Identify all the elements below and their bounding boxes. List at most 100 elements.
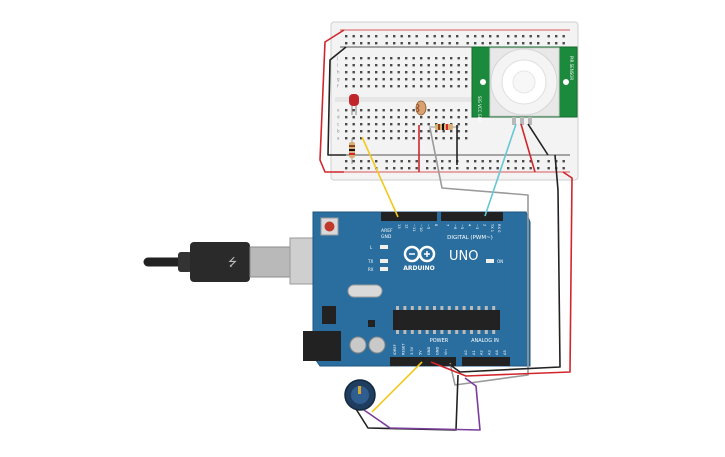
- terminal-hole: [360, 109, 363, 112]
- terminal-hole: [457, 64, 460, 67]
- wire-pir-vcc[interactable]: [520, 123, 536, 173]
- chip-pin: [433, 306, 436, 310]
- pir-sensor[interactable]: PIR SENSOR SIG VCC GND: [471, 46, 578, 125]
- rail-hole: [529, 35, 532, 38]
- pir-pin-vcc[interactable]: [520, 117, 524, 125]
- terminal-hole: [375, 64, 378, 67]
- wire-rail-red-loop[interactable]: [319, 29, 345, 173]
- terminal-hole: [427, 85, 430, 88]
- rail-hole: [415, 160, 418, 163]
- rail-hole: [448, 167, 451, 170]
- power-pin-label: 3.3V: [410, 346, 414, 355]
- resistor-vertical[interactable]: [349, 138, 355, 164]
- terminal-hole: [375, 109, 378, 112]
- chip-pin: [477, 330, 481, 334]
- terminal-hole: [465, 71, 468, 74]
- terminal-hole: [367, 137, 370, 140]
- rail-hole: [474, 160, 477, 163]
- resistor-horizontal[interactable]: [429, 124, 459, 130]
- chip-pin: [396, 306, 399, 310]
- terminal-hole: [412, 57, 415, 60]
- rail-hole: [441, 167, 444, 170]
- terminal-hole: [442, 130, 445, 133]
- potentiometer[interactable]: [344, 379, 376, 411]
- rail-hole: [489, 160, 492, 163]
- wire-pot-purple[interactable]: [363, 377, 481, 431]
- wire-yellow-pin13[interactable]: [361, 136, 399, 218]
- rail-hole: [562, 35, 565, 38]
- analog-pin-label: A0: [464, 350, 468, 355]
- pot-knob[interactable]: [351, 386, 369, 404]
- terminal-hole: [457, 78, 460, 81]
- rail-hole: [393, 160, 396, 163]
- terminal-hole: [435, 137, 438, 140]
- terminal-hole: [397, 78, 400, 81]
- rail-hole: [537, 167, 540, 170]
- rail-hole: [466, 35, 469, 38]
- terminal-hole: [382, 57, 385, 60]
- rail-hole: [529, 42, 532, 45]
- usb-metal-tip: [249, 246, 291, 278]
- pot-indicator: [358, 386, 361, 394]
- analog-pin-label: A1: [472, 350, 476, 355]
- terminal-hole: [382, 123, 385, 126]
- wire-gnd-black[interactable]: [445, 154, 561, 373]
- dc-power-jack: [303, 331, 341, 361]
- terminal-hole: [427, 57, 430, 60]
- rail-hole: [360, 167, 363, 170]
- rail-hole: [400, 35, 403, 38]
- photoresistor[interactable]: [415, 100, 427, 116]
- analog-pin-label: A4: [495, 350, 499, 355]
- terminal-hole: [405, 78, 408, 81]
- led-on: [486, 259, 494, 263]
- terminal-hole: [420, 71, 423, 74]
- power-pin-label: GND: [436, 347, 440, 355]
- terminal-hole: [442, 57, 445, 60]
- resistor-band-1: [438, 124, 440, 130]
- resistor-v-band-2: [349, 149, 355, 151]
- chip-pin: [470, 306, 473, 310]
- wire-5v-red[interactable]: [430, 171, 573, 377]
- row-letter: c: [337, 122, 339, 127]
- wire-gray-a0[interactable]: [429, 127, 529, 386]
- wire-pot-yellow[interactable]: [371, 361, 423, 413]
- rail-hole: [385, 160, 388, 163]
- pir-pin-gnd[interactable]: [528, 117, 532, 125]
- rail-hole: [522, 160, 525, 163]
- terminal-hole: [345, 85, 348, 88]
- terminal-hole: [390, 130, 393, 133]
- terminal-strip-holes: [345, 57, 468, 140]
- terminal-hole: [405, 130, 408, 133]
- chip-pin: [455, 330, 459, 334]
- terminal-hole: [412, 64, 415, 67]
- rail-hole: [514, 167, 517, 170]
- pir-pin-sig[interactable]: [512, 117, 516, 125]
- digital-header-right: [441, 212, 503, 221]
- rail-hole: [352, 167, 355, 170]
- chip-pin: [484, 330, 488, 334]
- terminal-hole: [435, 130, 438, 133]
- terminal-hole: [420, 64, 423, 67]
- arduino-logo-icon: [403, 245, 436, 263]
- wire-cyan-pin2[interactable]: [484, 123, 517, 217]
- terminal-hole: [405, 109, 408, 112]
- terminal-hole: [450, 116, 453, 119]
- rail-hole: [474, 42, 477, 45]
- terminal-hole: [427, 137, 430, 140]
- reset-button-cap[interactable]: [324, 221, 335, 232]
- digital-pin-label: 12: [404, 224, 408, 229]
- rail-hole: [408, 160, 411, 163]
- terminal-hole: [412, 78, 415, 81]
- red-led[interactable]: [349, 94, 359, 115]
- rail-hole: [345, 160, 348, 163]
- terminal-hole: [360, 57, 363, 60]
- terminal-hole: [435, 71, 438, 74]
- wire-pir-gnd[interactable]: [527, 123, 549, 156]
- terminal-hole: [345, 109, 348, 112]
- rail-hole: [415, 42, 418, 45]
- pir-label-side: SIG VCC GND: [477, 96, 482, 123]
- usb-plug-housing: [190, 242, 250, 282]
- terminal-hole: [412, 123, 415, 126]
